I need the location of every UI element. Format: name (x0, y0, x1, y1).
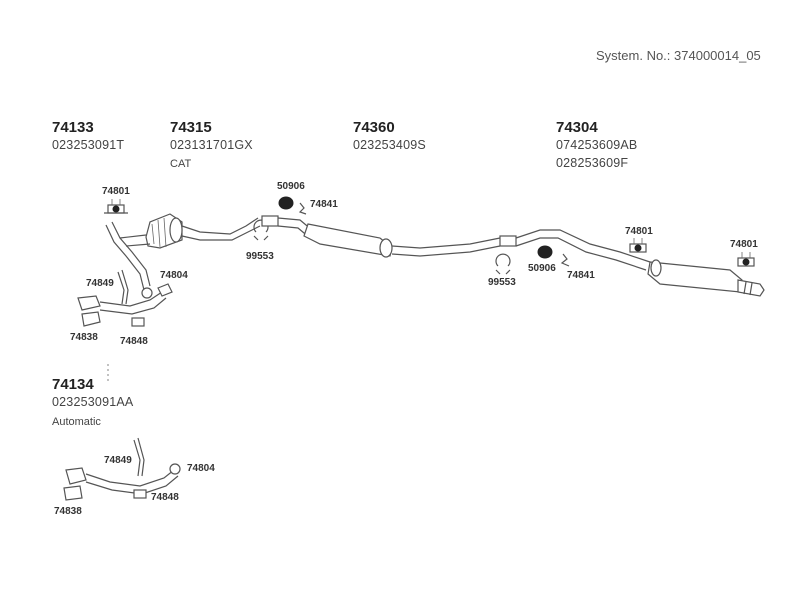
hanger-74801-front (104, 199, 128, 214)
front-pipe-74133 (105, 221, 151, 291)
part-label-74841-rear: 74841 (567, 270, 595, 281)
part-label-74801-rear: 74801 (730, 239, 758, 250)
spring-74841-rear (560, 253, 570, 267)
assembly-code-74360: 023253409S (353, 138, 426, 152)
seal-50906-front (278, 196, 294, 210)
part-label-74801-front: 74801 (102, 186, 130, 197)
manifold-group-top (77, 269, 173, 327)
part-label-74848-bottom: 74848 (151, 492, 179, 503)
assembly-code-74133: 023253091T (52, 138, 125, 152)
manifold-group-bottom (63, 437, 181, 501)
part-label-74801-mid: 74801 (625, 226, 653, 237)
assembly-code-74315: 023131701GX (170, 138, 253, 152)
part-label-74804-bottom: 74804 (187, 463, 215, 474)
assembly-number-74134: 74134 (52, 376, 94, 393)
assembly-note-cat: CAT (170, 158, 192, 170)
catalytic-converter-74315 (145, 213, 261, 249)
spring-74841-front (298, 202, 307, 215)
assembly-code-74304-a: 074253609AB (556, 138, 638, 152)
system-number: System. No.: 374000014_05 (596, 48, 761, 63)
rear-silencer-74304 (499, 229, 765, 297)
part-label-74849-top: 74849 (86, 278, 114, 289)
assembly-number-74315: 74315 (170, 119, 212, 136)
part-label-50906-front: 50906 (277, 181, 305, 192)
clamp-99553-front (253, 219, 269, 241)
part-label-99553-rear: 99553 (488, 277, 516, 288)
part-label-99553-front: 99553 (246, 251, 274, 262)
part-label-74841-front: 74841 (310, 199, 338, 210)
part-label-74848-top: 74848 (120, 336, 148, 347)
hanger-74801-mid (629, 238, 647, 253)
assembly-number-74360: 74360 (353, 119, 395, 136)
assembly-number-74133: 74133 (52, 119, 94, 136)
assembly-number-74304: 74304 (556, 119, 598, 136)
part-label-74804-top: 74804 (160, 270, 188, 281)
assembly-code-74304-b: 028253609F (556, 156, 629, 170)
part-label-74838-bottom: 74838 (54, 506, 82, 517)
assembly-note-automatic: Automatic (52, 416, 101, 428)
part-label-74849-bottom: 74849 (104, 455, 132, 466)
hanger-74801-rear (737, 252, 755, 267)
middle-silencer-74360 (261, 215, 501, 258)
assembly-code-74134: 023253091AA (52, 395, 134, 409)
clamp-99553-rear (495, 253, 511, 275)
seal-50906-rear (537, 245, 553, 259)
part-label-50906-rear: 50906 (528, 263, 556, 274)
part-label-74838-top: 74838 (70, 332, 98, 343)
